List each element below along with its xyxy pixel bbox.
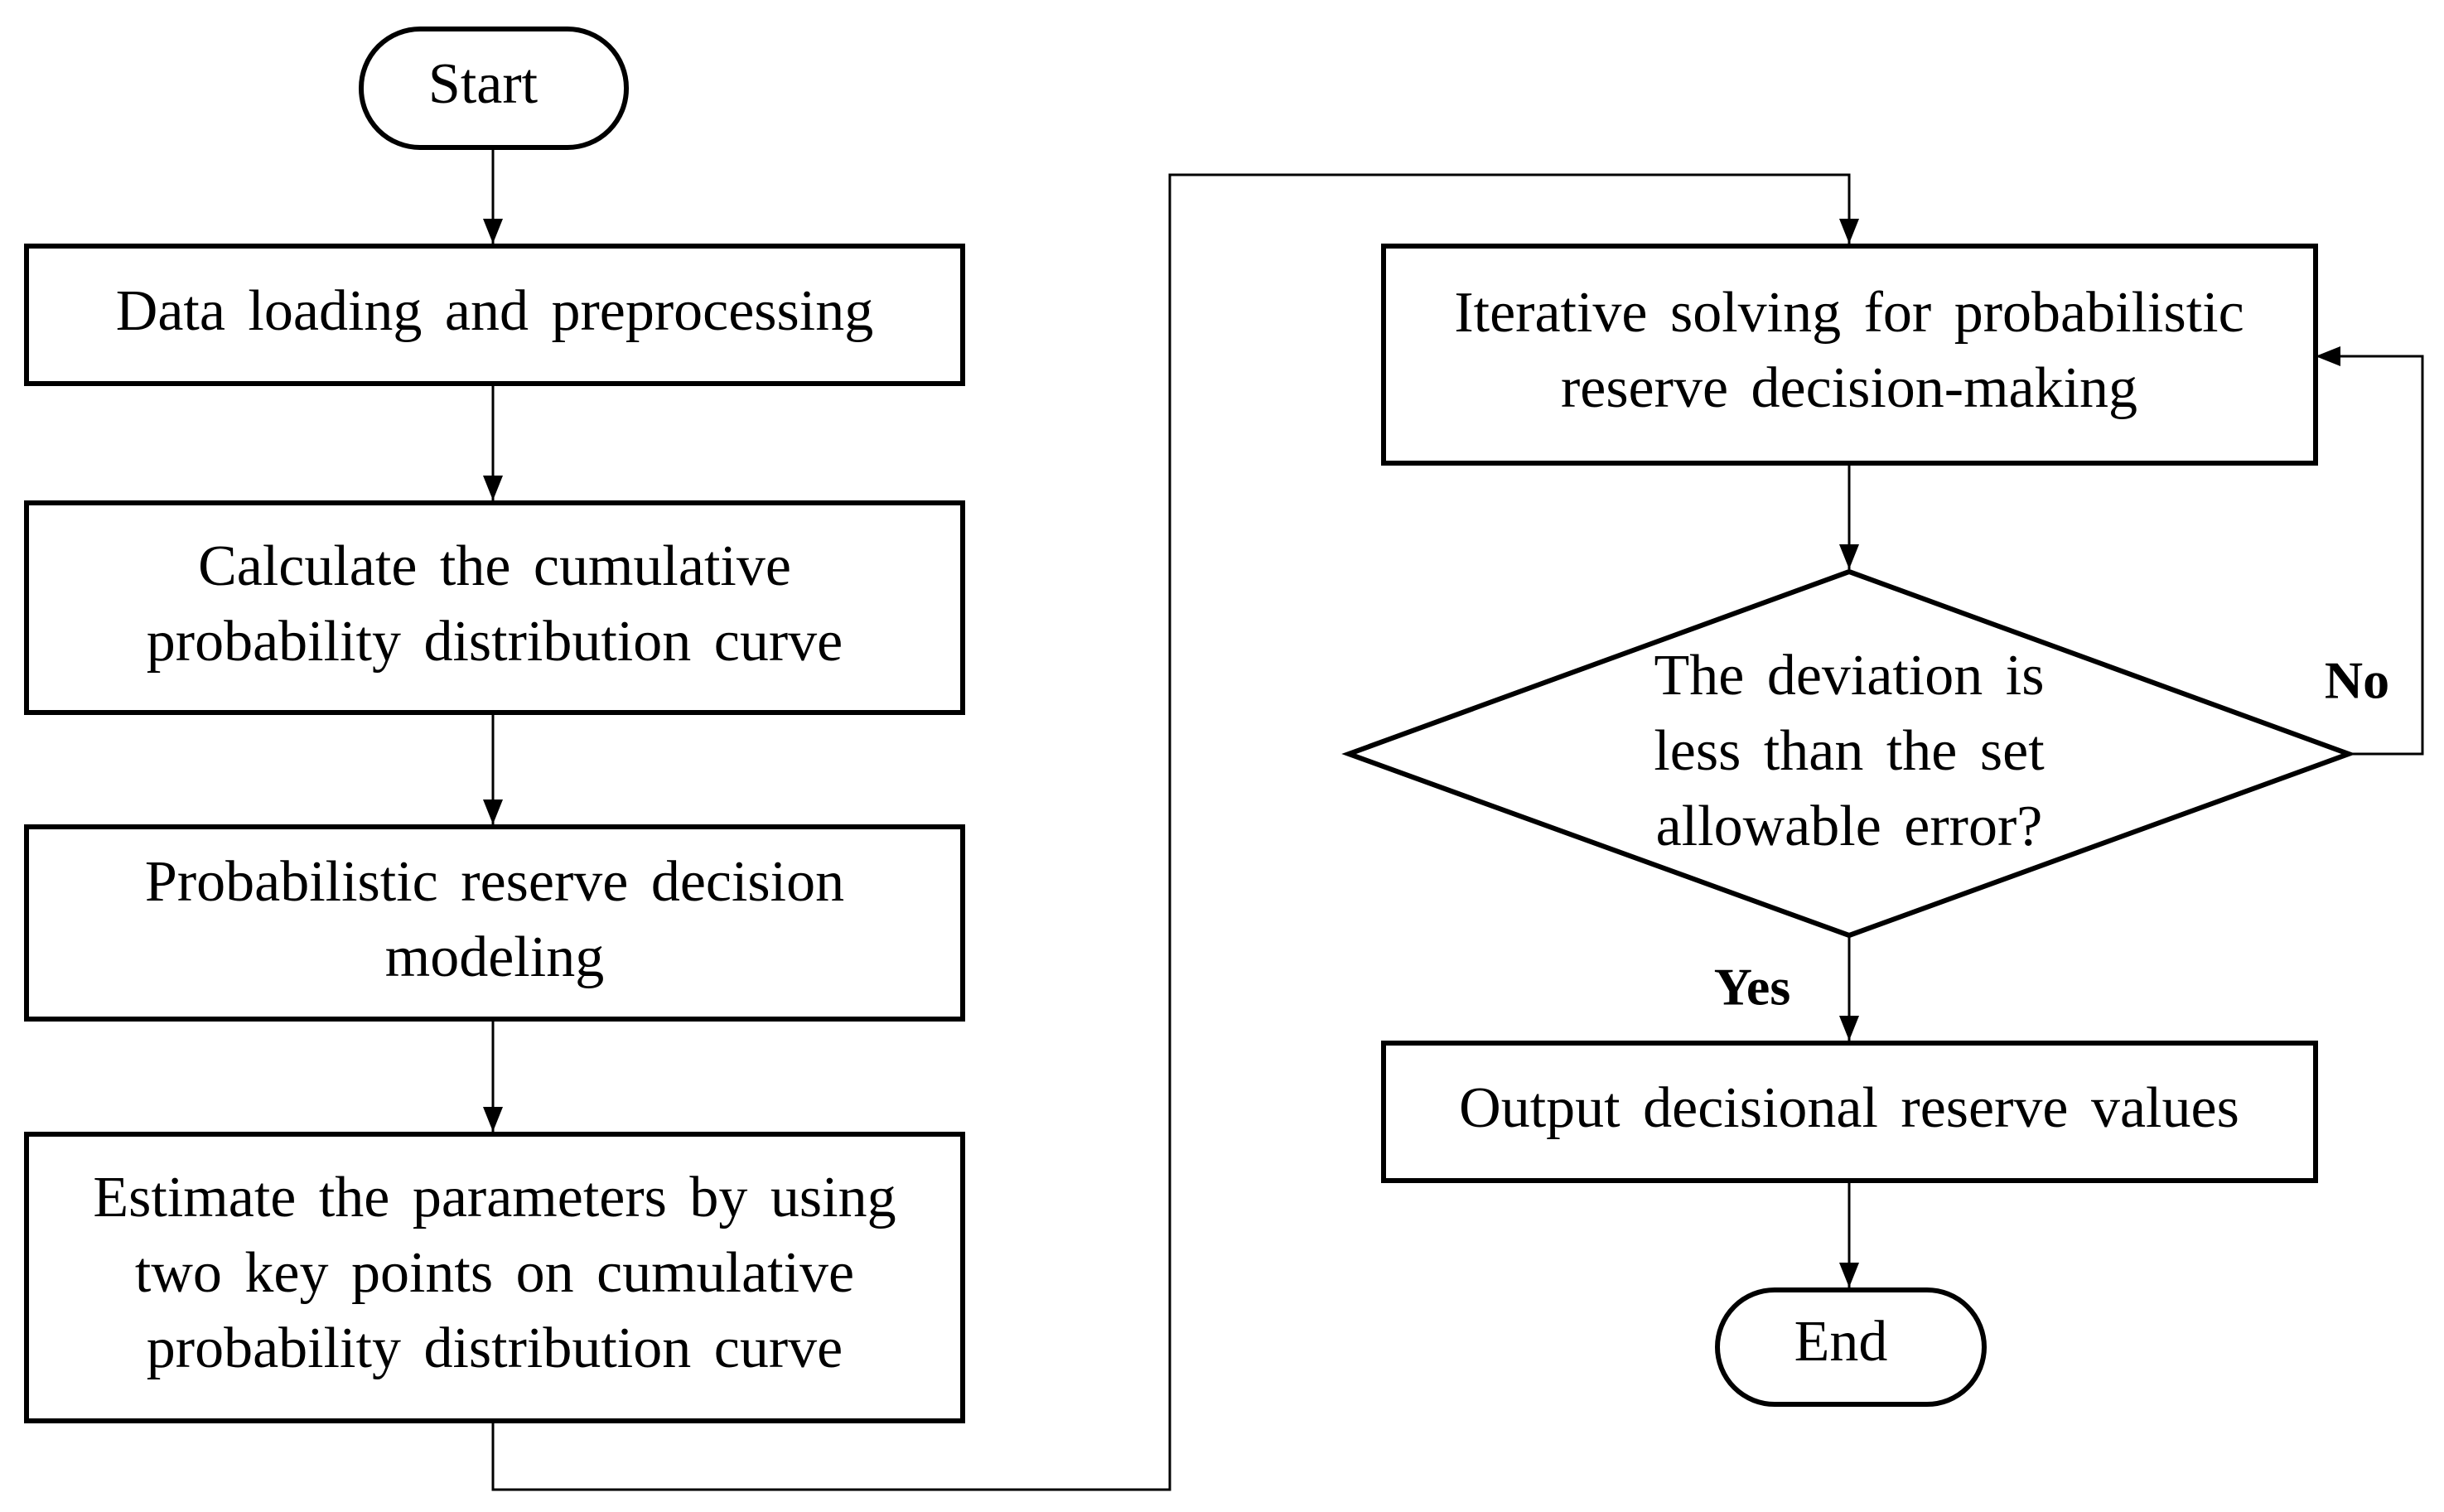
deviation-decision-label-line3: allowable error?	[1656, 795, 2043, 858]
output-values-label: Output decisional reserve values	[1459, 1076, 2239, 1140]
data-loading-label: Data loading and preprocessing	[116, 279, 873, 343]
output-values-box	[1381, 1041, 2318, 1183]
edge-estimate-to-iterative	[491, 173, 1859, 1491]
data-loading-box	[24, 244, 965, 386]
calculate-curve-label-line2: probability distribution curve	[147, 610, 843, 674]
reserve-modeling-label-line2: modeling	[385, 925, 604, 989]
end-terminal	[1715, 1287, 1987, 1407]
end-label: End	[1794, 1310, 1888, 1374]
start-label: Start	[428, 52, 539, 116]
reserve-modeling-box	[24, 824, 965, 1022]
no-branch-label: No	[2325, 651, 2389, 710]
estimate-parameters-label-line3: probability distribution curve	[147, 1316, 843, 1380]
iterative-solving-label-line2: reserve decision-making	[1561, 356, 2137, 420]
estimate-parameters-label-line2: two key points on cumulative	[135, 1241, 854, 1305]
calculate-curve-label-line1: Calculate the cumulative	[198, 534, 791, 598]
iterative-solving-label-line1: Iterative solving for probabilistic	[1454, 281, 2244, 345]
reserve-modeling-label-line1: Probabilistic reserve decision	[145, 850, 844, 914]
edge-decision-no-loop	[2316, 346, 2424, 756]
start-terminal	[359, 27, 629, 150]
estimate-parameters-label-line1: Estimate the parameters by using	[93, 1166, 896, 1229]
deviation-decision-diamond	[1341, 568, 2356, 939]
estimate-parameters-box	[24, 1132, 965, 1423]
deviation-decision-label-line2: less than the set	[1654, 719, 2045, 783]
yes-branch-label: Yes	[1714, 958, 1790, 1017]
calculate-curve-box	[24, 500, 965, 715]
iterative-solving-box	[1381, 244, 2318, 466]
deviation-decision-label-line1: The deviation is	[1654, 644, 2044, 708]
